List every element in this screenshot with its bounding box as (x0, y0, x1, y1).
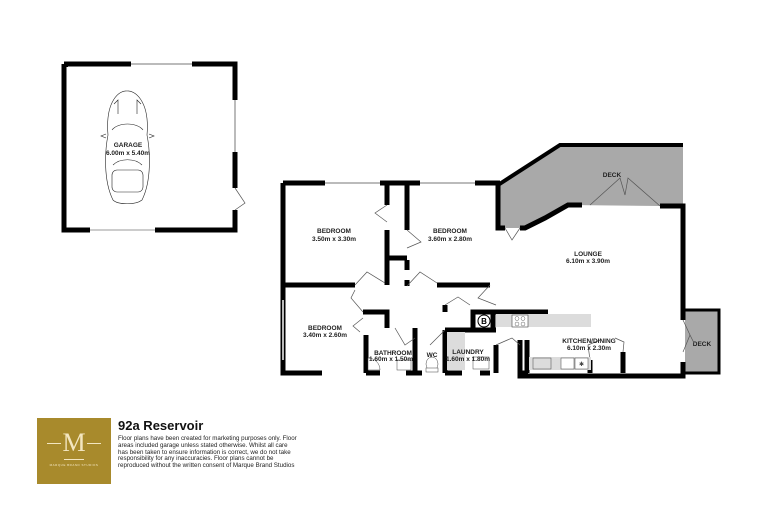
garage: GARAGE 6.00m x 5.40m (61, 61, 246, 233)
house-walls (280, 180, 686, 379)
sink-icon (532, 357, 552, 370)
wc-label: WC (427, 352, 438, 359)
bedroom1-label: BEDROOM (317, 228, 351, 235)
footer: M MARQUE BRAND STUDIOS 92a Reservoir Flo… (37, 418, 477, 486)
logo-letter: M (62, 428, 86, 457)
bedroom3-label: BEDROOM (308, 325, 342, 332)
svg-text:B: B (481, 317, 487, 326)
garage-size: 6.00m x 5.40m (106, 150, 150, 157)
doors (350, 177, 695, 361)
deck-right: DECK (685, 308, 721, 375)
deck-top: DECK (496, 143, 683, 228)
logo-tagline: MARQUE BRAND STUDIOS (49, 463, 99, 467)
oven-icon (560, 357, 575, 370)
svg-text:✱: ✱ (579, 361, 584, 368)
bedroom2-size: 3.60m x 2.80m (428, 236, 472, 243)
bedroom3-size: 3.40m x 2.60m (303, 332, 347, 339)
bedroom2-label: BEDROOM (433, 228, 467, 235)
logo-underline (64, 459, 84, 460)
boiler-icon: B (477, 314, 491, 328)
deck-top-label: DECK (603, 172, 622, 179)
cooktop-icon (511, 314, 529, 328)
kitchen-size: 6.10m x 2.30m (567, 345, 611, 352)
kitchen-fixtures: ✱ (496, 314, 591, 370)
lounge-size: 6.10m x 3.90m (566, 258, 610, 265)
property-title: 92a Reservoir (118, 418, 204, 433)
bathroom-fixtures (367, 332, 490, 373)
garage-label: GARAGE (114, 142, 143, 149)
bedroom1-size: 3.50m x 3.30m (312, 236, 356, 243)
disclaimer-text: Floor plans have been created for market… (118, 435, 297, 470)
logo-dash-right (87, 443, 101, 444)
bathroom-size: 1.60m x 1.50m (369, 356, 413, 363)
bathroom-label: BATHROOM (374, 350, 412, 357)
company-logo: M MARQUE BRAND STUDIOS (37, 418, 111, 484)
laundry-size: 1.60m x 1.80m (446, 356, 490, 363)
windows (282, 182, 475, 360)
lounge-label: LOUNGE (574, 251, 602, 258)
laundry-label: LAUNDRY (452, 349, 484, 356)
car-icon (100, 90, 155, 205)
deck-right-label: DECK (693, 341, 712, 348)
kitchen-label: KITCHEN/DINING (562, 338, 615, 345)
logo-dash-left (47, 443, 61, 444)
fridge-icon (574, 357, 589, 370)
room-labels: BEDROOM 3.50m x 3.30m BEDROOM 3.60m x 2.… (303, 228, 616, 363)
